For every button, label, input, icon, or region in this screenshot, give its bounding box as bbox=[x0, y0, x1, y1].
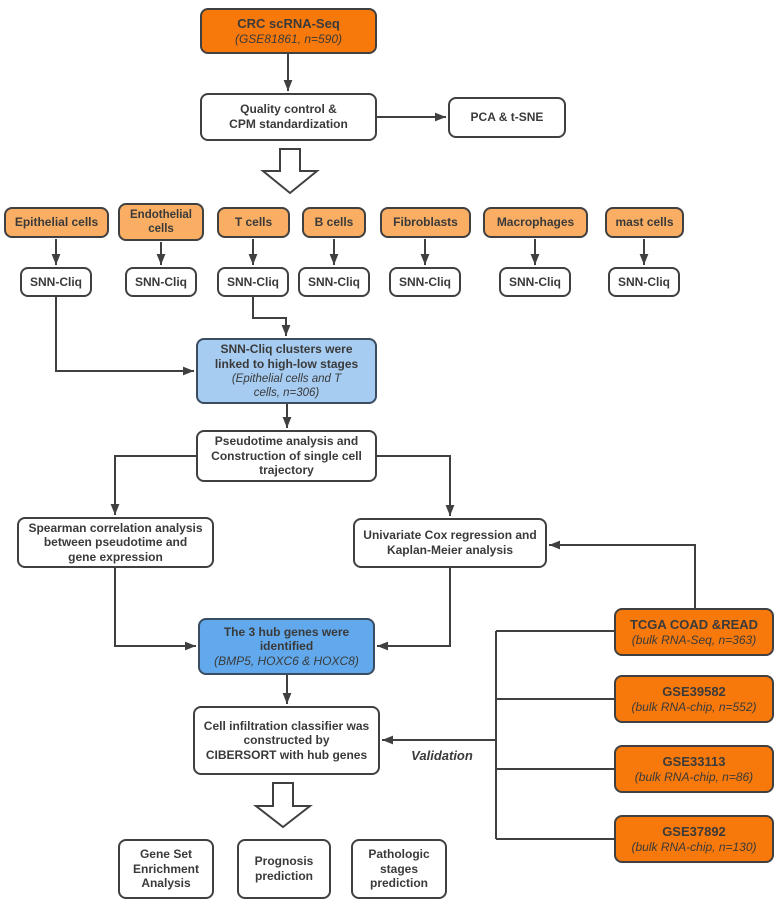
node-tcga-coad-read: TCGA COAD &READ (bulk RNA-Seq, n=363) bbox=[614, 608, 774, 656]
validation-trunk-lines bbox=[495, 630, 614, 840]
node-label: Prognosis prediction bbox=[254, 854, 314, 883]
node-title: GSE39582 bbox=[662, 683, 726, 699]
node-label: SNN-Cliq bbox=[30, 274, 82, 289]
node-snn-cliq-t-cells: SNN-Cliq bbox=[217, 267, 289, 297]
node-label: Fibroblasts bbox=[393, 215, 458, 230]
node-title: GSE33113 bbox=[662, 753, 726, 769]
node-snn-cliq-macrophages: SNN-Cliq bbox=[499, 267, 571, 297]
node-label: PCA & t-SNE bbox=[470, 110, 544, 125]
node-gse39582: GSE39582 (bulk RNA-chip, n=552) bbox=[614, 675, 774, 723]
connector-tsnn-to-clusters bbox=[252, 297, 291, 336]
node-hub-genes: The 3 hub genes were identified (BMP5, H… bbox=[198, 618, 375, 675]
node-label: SNN-Cliq bbox=[308, 274, 360, 289]
node-label: SNN-Cliq bbox=[509, 274, 561, 289]
connector-spearman-to-hub bbox=[114, 568, 196, 651]
node-snn-clusters-stages: SNN-Cliq clusters were linked to high-lo… bbox=[196, 338, 377, 404]
node-gsea: Gene Set Enrichment Analysis bbox=[118, 839, 214, 899]
node-cell-endothelial: Endothelial cells bbox=[118, 203, 204, 241]
node-label: Quality control & CPM standardization bbox=[229, 102, 348, 131]
node-prognosis-prediction: Prognosis prediction bbox=[237, 839, 331, 899]
node-subtitle: (bulk RNA-chip, n=552) bbox=[631, 699, 757, 714]
node-spearman-correlation: Spearman correlation analysis between ps… bbox=[17, 517, 214, 568]
node-cell-macrophages: Macrophages bbox=[483, 207, 588, 238]
node-gse37892: GSE37892 (bulk RNA-chip, n=130) bbox=[614, 815, 774, 863]
node-title: TCGA COAD &READ bbox=[629, 616, 759, 632]
node-label: Univariate Cox regression and Kaplan-Mei… bbox=[363, 528, 537, 557]
connector-tcga-to-cox bbox=[549, 540, 696, 608]
node-subtitle: (bulk RNA-Seq, n=363) bbox=[631, 632, 757, 647]
node-subtitle: (BMP5, HOXC6 & HOXC8) bbox=[214, 653, 359, 668]
node-subtitle: (bulk RNA-chip, n=86) bbox=[634, 769, 754, 784]
node-label: Pathologic stages prediction bbox=[368, 847, 430, 891]
connector-pseudotime-to-cox bbox=[377, 455, 455, 516]
node-pseudotime-analysis: Pseudotime analysis and Construction of … bbox=[196, 430, 377, 482]
validation-label: Validation bbox=[411, 748, 473, 763]
node-snn-cliq-endothelial: SNN-Cliq bbox=[125, 267, 197, 297]
node-title: SNN-Cliq clusters were linked to high-lo… bbox=[214, 342, 359, 371]
node-title: The 3 hub genes were identified bbox=[223, 624, 350, 654]
node-subtitle: (bulk RNA-chip, n=130) bbox=[631, 839, 757, 854]
node-label: Endothelial cells bbox=[130, 208, 192, 235]
node-label: T cells bbox=[234, 215, 273, 230]
block-arrow-down-top bbox=[260, 148, 320, 195]
node-crc-scrna-seq: CRC scRNA-Seq (GSE81861, n=590) bbox=[200, 8, 377, 54]
node-label: SNN-Cliq bbox=[227, 274, 279, 289]
node-snn-cliq-epithelial: SNN-Cliq bbox=[20, 267, 92, 297]
node-title: GSE37892 bbox=[662, 823, 726, 839]
node-cibersort-classifier: Cell infiltration classifier was constru… bbox=[193, 706, 380, 775]
node-label: Epithelial cells bbox=[14, 215, 99, 230]
node-subtitle: (Epithelial cells and T cells, n=306) bbox=[231, 372, 342, 399]
block-arrow-down-bottom bbox=[253, 782, 313, 829]
node-title: CRC scRNA-Seq bbox=[237, 15, 340, 31]
node-label: SNN-Cliq bbox=[135, 274, 187, 289]
node-label: Macrophages bbox=[496, 215, 575, 230]
node-label: SNN-Cliq bbox=[399, 274, 451, 289]
connector-pseudotime-to-spearman bbox=[110, 455, 196, 515]
node-cox-regression: Univariate Cox regression and Kaplan-Mei… bbox=[353, 518, 547, 568]
node-label: Spearman correlation analysis between ps… bbox=[28, 520, 203, 564]
node-pathologic-stages: Pathologic stages prediction bbox=[351, 839, 447, 899]
node-gse33113: GSE33113 (bulk RNA-chip, n=86) bbox=[614, 745, 774, 793]
node-snn-cliq-b-cells: SNN-Cliq bbox=[298, 267, 370, 297]
connector-episnn-to-clusters bbox=[55, 297, 194, 376]
node-quality-control: Quality control & CPM standardization bbox=[200, 93, 377, 141]
node-cell-fibroblasts: Fibroblasts bbox=[380, 207, 471, 238]
node-label: Cell infiltration classifier was constru… bbox=[203, 718, 370, 762]
node-cell-b-cells: B cells bbox=[302, 207, 366, 238]
node-label: SNN-Cliq bbox=[618, 274, 670, 289]
connector-cox-to-hub bbox=[377, 568, 451, 651]
node-label: Pseudotime analysis and Construction of … bbox=[211, 434, 362, 478]
arrow-connectors bbox=[51, 54, 696, 745]
node-label: mast cells bbox=[615, 215, 674, 230]
node-subtitle: (GSE81861, n=590) bbox=[234, 31, 343, 46]
node-label: Gene Set Enrichment Analysis bbox=[132, 847, 199, 891]
node-snn-cliq-fibroblasts: SNN-Cliq bbox=[389, 267, 461, 297]
node-label: B cells bbox=[314, 215, 354, 230]
node-cell-epithelial: Epithelial cells bbox=[4, 207, 109, 238]
node-snn-cliq-mast-cells: SNN-Cliq bbox=[608, 267, 680, 297]
node-pca-tsne: PCA & t-SNE bbox=[448, 97, 566, 138]
node-cell-mast-cells: mast cells bbox=[605, 207, 684, 238]
node-cell-t-cells: T cells bbox=[217, 207, 290, 238]
